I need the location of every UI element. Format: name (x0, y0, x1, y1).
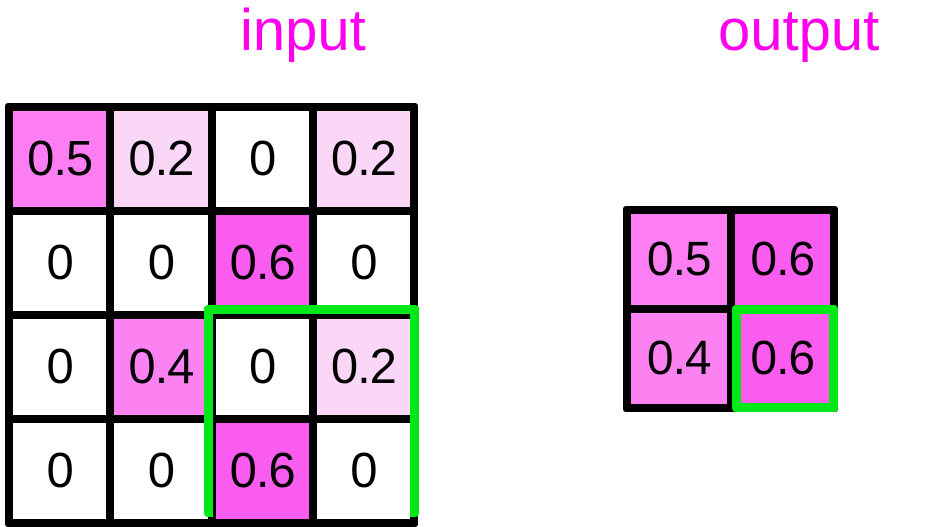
input-cell-r1-c0: 0 (13, 215, 107, 311)
input-cell-r0-c1: 0.2 (114, 111, 208, 207)
output-cell-r1-c1: 0.6 (734, 313, 830, 404)
input-cell-r0-c3: 0.2 (316, 111, 410, 207)
input-cell-r1-c2: 0.6 (215, 215, 309, 311)
input-cell-r0-c0: 0.5 (13, 111, 107, 207)
output-title: output (718, 0, 880, 63)
output-cell-r0-c1: 0.6 (734, 214, 830, 305)
input-cell-r2-c2: 0 (215, 319, 309, 415)
input-cell-r3-c1: 0 (114, 423, 208, 519)
input-cell-r2-c1: 0.4 (114, 319, 208, 415)
input-cell-r1-c1: 0 (114, 215, 208, 311)
input-cell-r1-c3: 0 (316, 215, 410, 311)
input-cell-r3-c2: 0.6 (215, 423, 309, 519)
output-cell-r1-c0: 0.4 (631, 313, 727, 404)
input-title: input (240, 0, 366, 63)
input-cell-r2-c3: 0.2 (316, 319, 410, 415)
input-cell-r3-c3: 0 (316, 423, 410, 519)
input-cell-r0-c2: 0 (215, 111, 309, 207)
input-cell-r3-c0: 0 (13, 423, 107, 519)
output-cell-r0-c0: 0.5 (631, 214, 727, 305)
input-cell-r2-c0: 0 (13, 319, 107, 415)
